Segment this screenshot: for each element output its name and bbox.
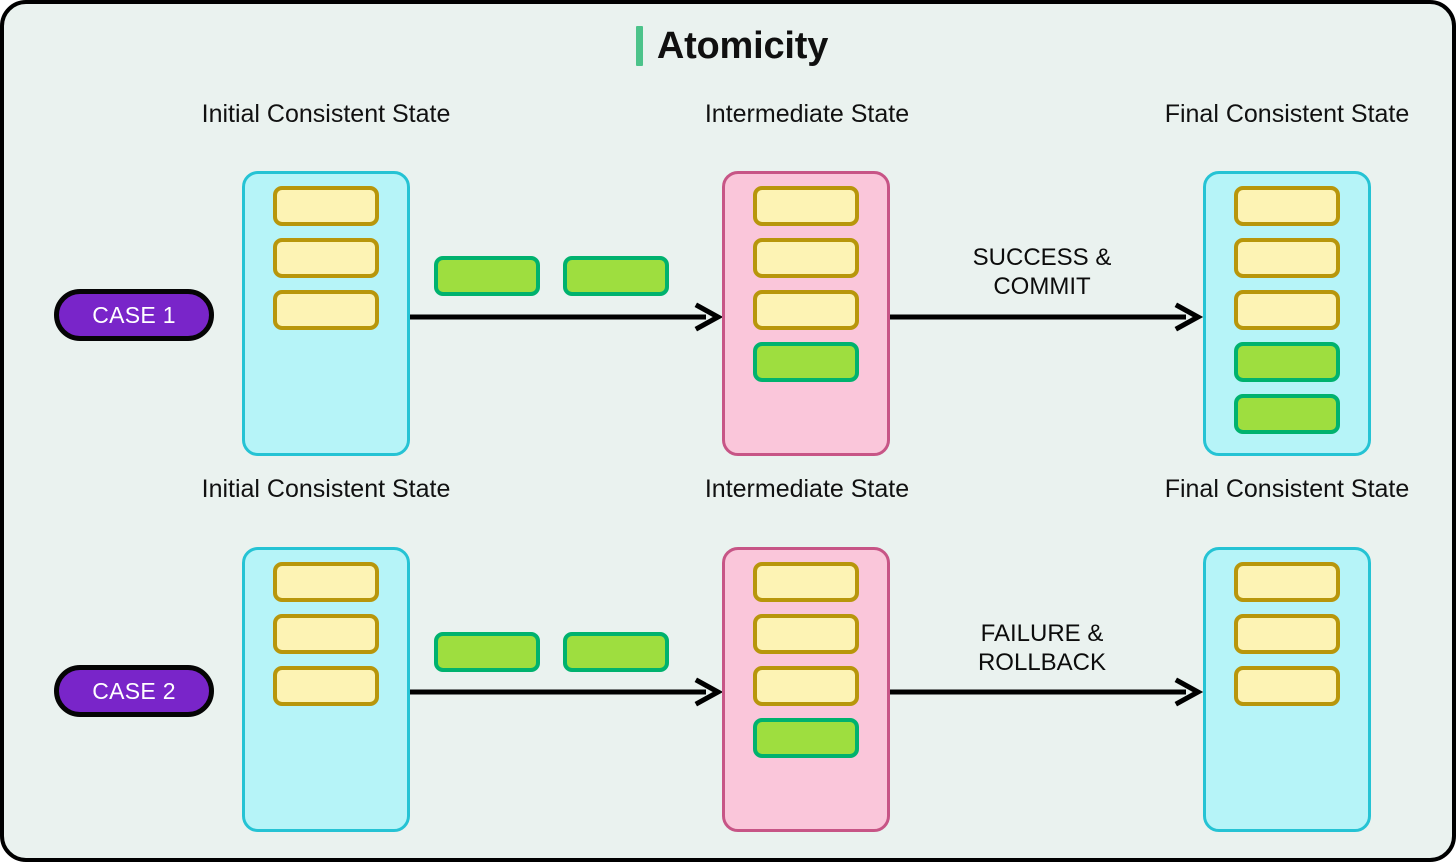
column-header-final-row1: Final Consistent State <box>1164 100 1410 128</box>
record-item-new <box>1234 342 1340 382</box>
record-item <box>273 666 379 706</box>
outcome-label-row2-line2: ROLLBACK <box>977 648 1107 676</box>
record-item <box>1234 666 1340 706</box>
record-item <box>273 186 379 226</box>
operation-box-1-row1 <box>434 256 540 296</box>
arrow-intermediate-to-final-row1 <box>890 302 1204 332</box>
outcome-label-row1-line2: COMMIT <box>993 272 1091 300</box>
outcome-label-row1: SUCCESS & COMMIT <box>882 244 1202 302</box>
arrow-initial-to-intermediate-row2 <box>410 677 724 707</box>
record-item <box>273 562 379 602</box>
title-accent-bar <box>635 26 643 66</box>
record-item <box>273 290 379 330</box>
record-item <box>753 290 859 330</box>
intermediate-state-row2 <box>722 547 890 832</box>
outcome-label-row2-line1: FAILURE & <box>980 620 1104 647</box>
column-header-initial-row1: Initial Consistent State <box>201 100 451 128</box>
case-badge-2-label: CASE 2 <box>92 677 176 704</box>
record-item <box>1234 614 1340 654</box>
final-consistent-state-row2 <box>1203 547 1371 832</box>
operation-box-2-row1 <box>563 256 669 296</box>
record-item-new <box>753 342 859 382</box>
initial-consistent-state-row1 <box>242 171 410 456</box>
arrow-initial-to-intermediate-row1 <box>410 302 724 332</box>
record-item <box>1234 290 1340 330</box>
outcome-label-row2: FAILURE & ROLLBACK <box>882 620 1202 678</box>
column-header-intermediate-row1: Intermediate State <box>704 100 910 128</box>
case-badge-1-label: CASE 1 <box>92 301 176 328</box>
arrow-intermediate-to-final-row2 <box>890 677 1204 707</box>
initial-consistent-state-row2 <box>242 547 410 832</box>
intermediate-state-row1 <box>722 171 890 456</box>
record-item <box>273 614 379 654</box>
operation-box-2-row2 <box>563 632 669 672</box>
record-item <box>753 562 859 602</box>
record-item <box>753 186 859 226</box>
case-badge-2: CASE 2 <box>54 665 214 717</box>
case-badge-1: CASE 1 <box>54 289 214 341</box>
outcome-label-row1-line1: SUCCESS & <box>972 244 1112 271</box>
record-item <box>1234 186 1340 226</box>
record-item <box>753 238 859 278</box>
column-header-intermediate-row2: Intermediate State <box>704 475 910 503</box>
operation-box-1-row2 <box>434 632 540 672</box>
record-item-new <box>1234 394 1340 434</box>
record-item <box>753 614 859 654</box>
record-item <box>1234 562 1340 602</box>
final-consistent-state-row1 <box>1203 171 1371 456</box>
column-header-initial-row2: Initial Consistent State <box>201 475 451 503</box>
diagram-title-text: Atomicity <box>656 25 829 67</box>
record-item <box>273 238 379 278</box>
record-item-new <box>753 718 859 758</box>
diagram-title: Atomicity <box>4 25 1452 67</box>
record-item <box>1234 238 1340 278</box>
record-item <box>753 666 859 706</box>
column-header-final-row2: Final Consistent State <box>1164 475 1410 503</box>
